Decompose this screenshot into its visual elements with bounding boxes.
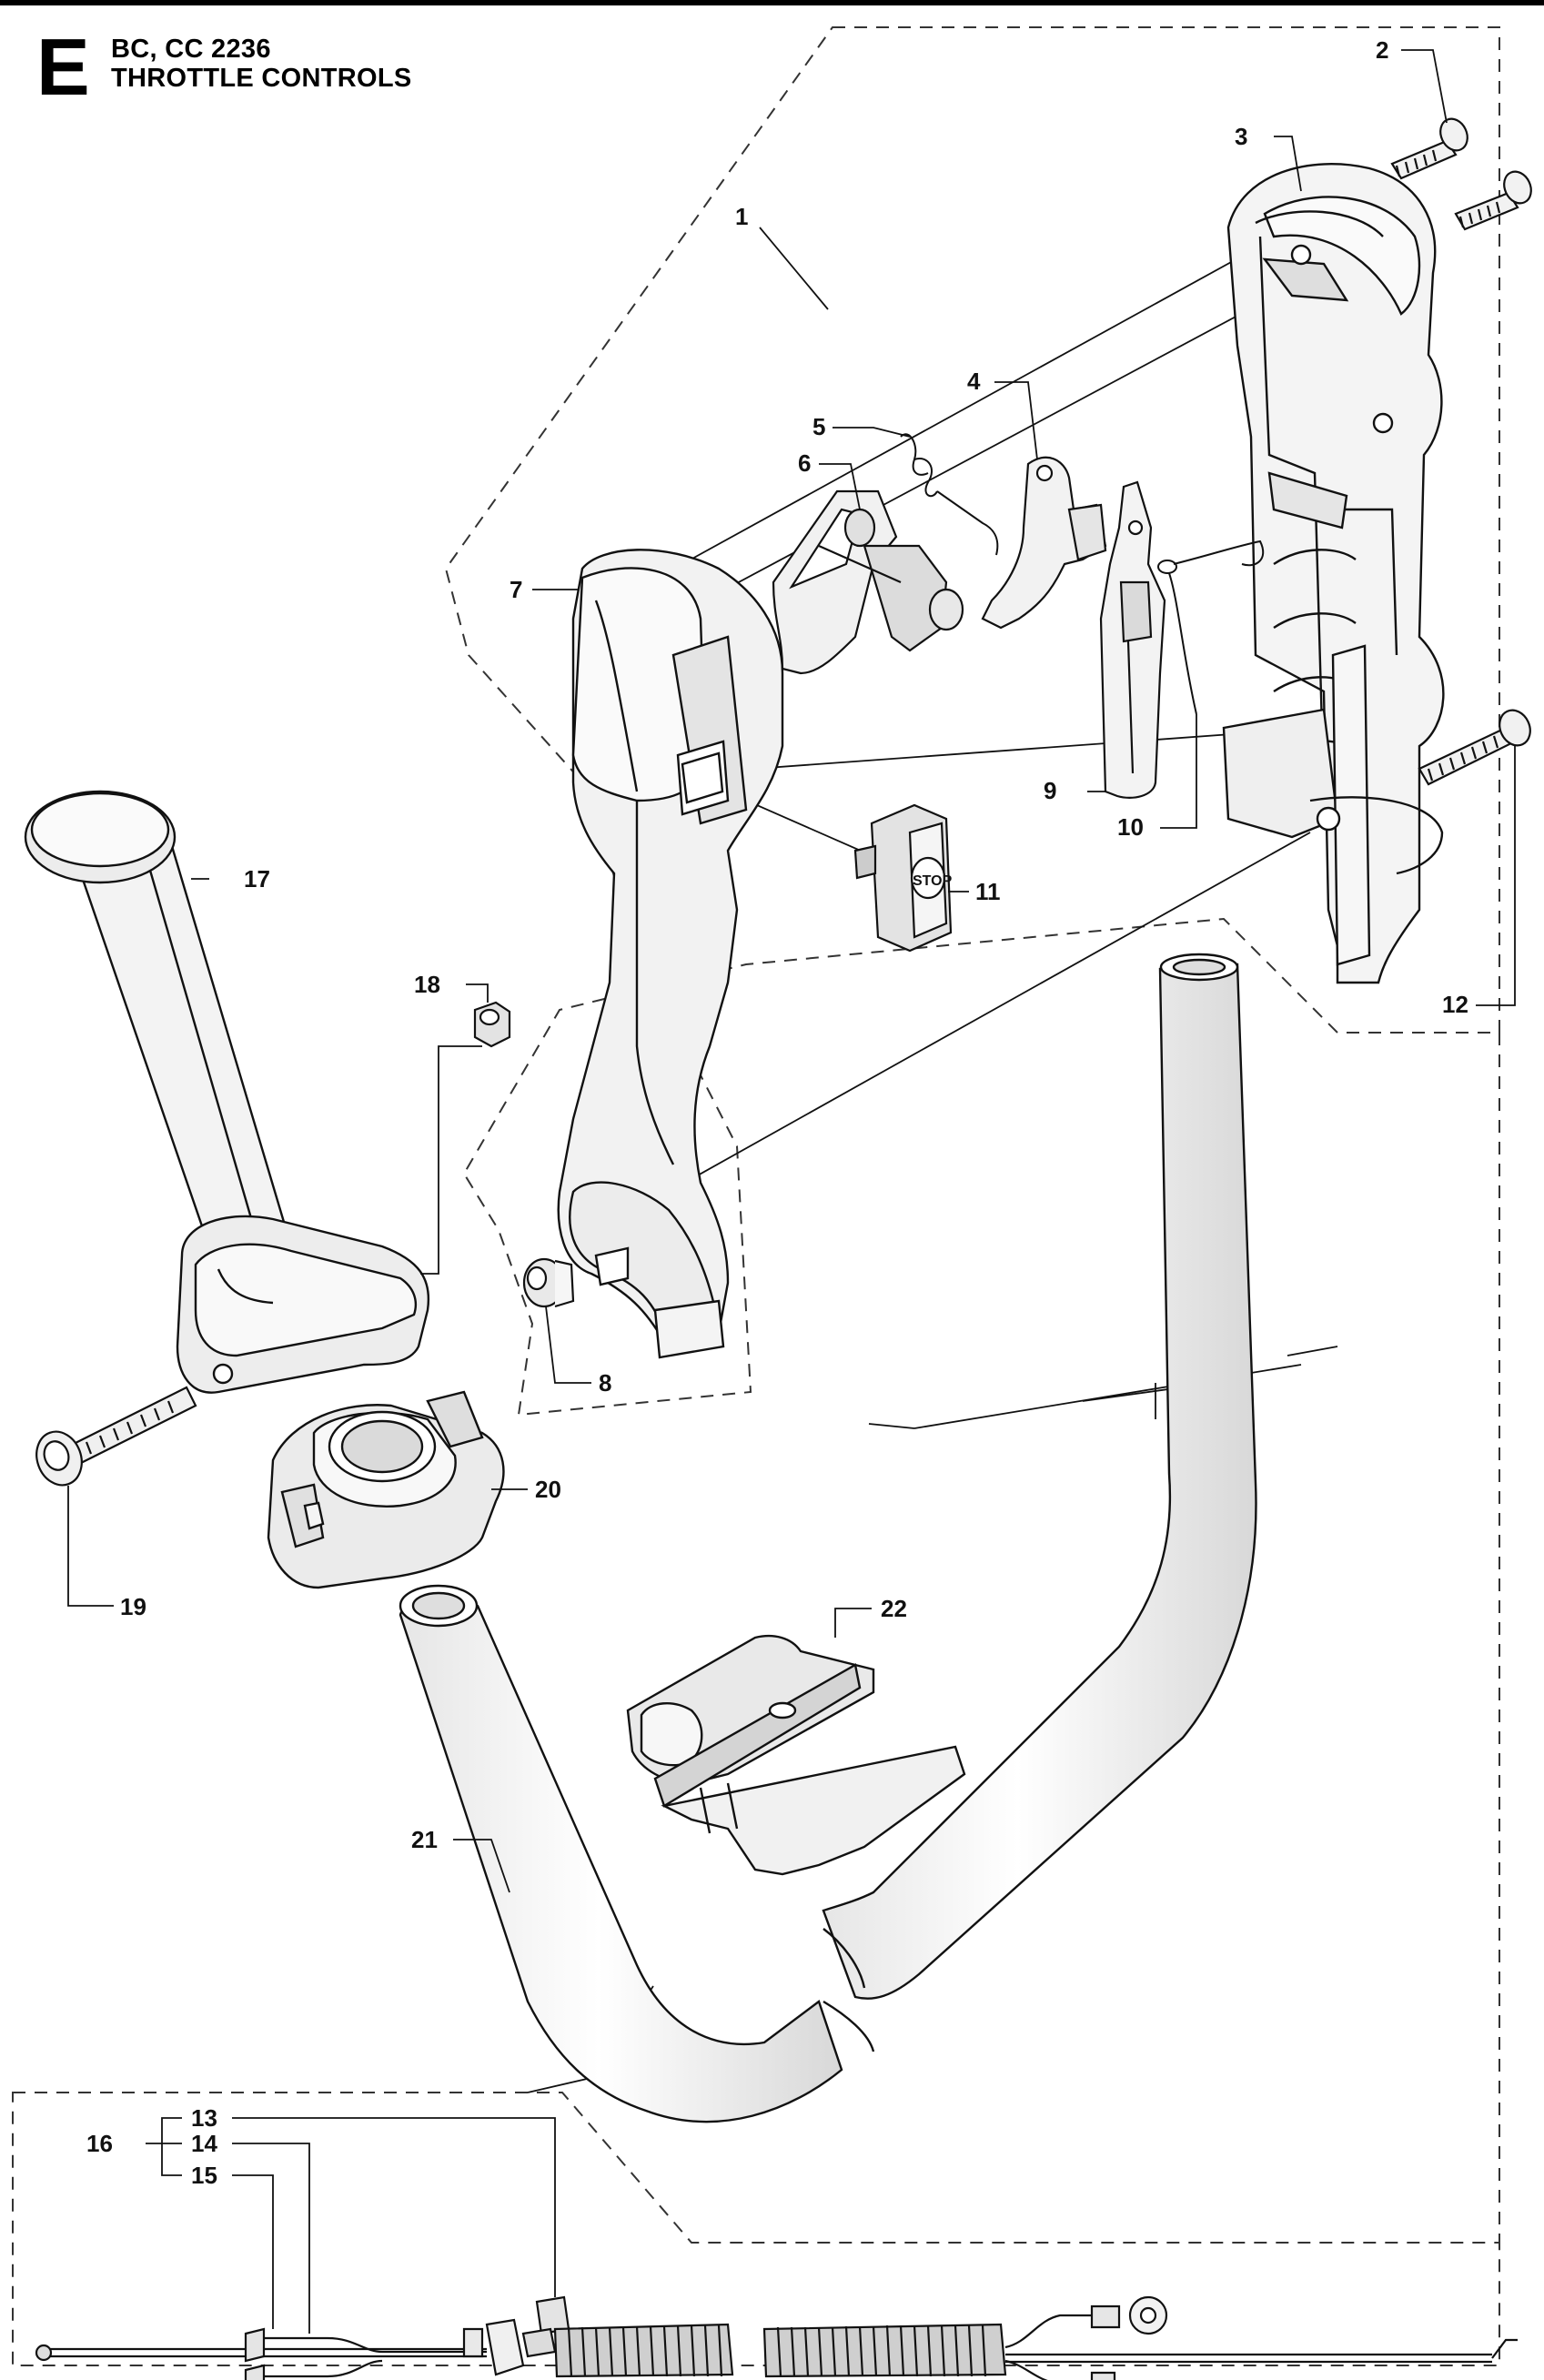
callout-13: 13	[191, 2104, 217, 2132]
section-letter: E	[36, 22, 90, 112]
callout-3: 3	[1235, 123, 1247, 150]
boundary-cable-assembly	[12, 2092, 1500, 2366]
part-handle-bracket	[626, 1634, 966, 1876]
part-long-screw	[1418, 709, 1531, 786]
part-handle-bar-tube	[399, 953, 1257, 2123]
part-throttle-cable-assembly	[35, 2295, 1518, 2380]
callout-leaders	[67, 49, 1516, 2334]
part-stop-switch: STOP	[853, 803, 953, 953]
part-nut-front	[522, 1257, 575, 1308]
boundary-upper-assembly	[444, 26, 1500, 1417]
spiral-sheath-right	[762, 2323, 1007, 2378]
part-throttle-bracket	[772, 489, 964, 675]
screw-upper-1	[1390, 117, 1468, 180]
callout-19: 19	[120, 1593, 146, 1620]
model-line: BC, CC 2236	[111, 35, 271, 64]
assembly-boundaries	[12, 26, 1500, 2366]
callout-6: 6	[798, 449, 811, 477]
part-grip-nut	[473, 1001, 511, 1048]
callout-2: 2	[1376, 36, 1388, 64]
section-title: THROTTLE CONTROLS	[111, 64, 412, 93]
callout-20: 20	[535, 1476, 561, 1503]
callout-12: 12	[1442, 991, 1468, 1018]
callout-labels: 1 2 3 4 5 6 7 8 9 10 11 12 13 14 15 16 1…	[86, 36, 1468, 2189]
callout-15: 15	[191, 2162, 217, 2189]
callout-11: 11	[975, 878, 1001, 905]
part-rear-handle-housing	[1222, 163, 1445, 984]
callout-7: 7	[510, 576, 522, 603]
part-throttle-trigger	[981, 456, 1107, 630]
callout-22: 22	[881, 1595, 907, 1622]
part-throttle-grip	[24, 790, 430, 1394]
callout-10: 10	[1117, 813, 1144, 841]
part-trigger-spring	[900, 433, 999, 556]
callout-5: 5	[812, 413, 825, 440]
callout-21: 21	[411, 1826, 438, 1853]
callout-9: 9	[1044, 777, 1056, 804]
callout-18: 18	[414, 971, 440, 998]
callout-8: 8	[599, 1369, 611, 1397]
callout-17: 17	[244, 865, 270, 892]
spiral-sheath-left	[553, 2323, 734, 2378]
screw-upper-2	[1454, 170, 1532, 231]
stop-switch-label: STOP	[913, 873, 953, 889]
callout-16: 16	[86, 2130, 113, 2157]
part-lockout-lever	[1099, 480, 1166, 799]
part-grip-screw	[35, 1386, 197, 1487]
callout-14: 14	[191, 2130, 217, 2157]
part-front-handle-half	[557, 549, 784, 1359]
part-housing-screws	[1390, 117, 1532, 231]
part-lockout-spring	[1157, 540, 1265, 715]
top-rule	[0, 0, 1544, 5]
callout-1: 1	[735, 203, 748, 230]
part-grip-clamp	[267, 1390, 505, 1589]
callout-4: 4	[967, 368, 981, 395]
